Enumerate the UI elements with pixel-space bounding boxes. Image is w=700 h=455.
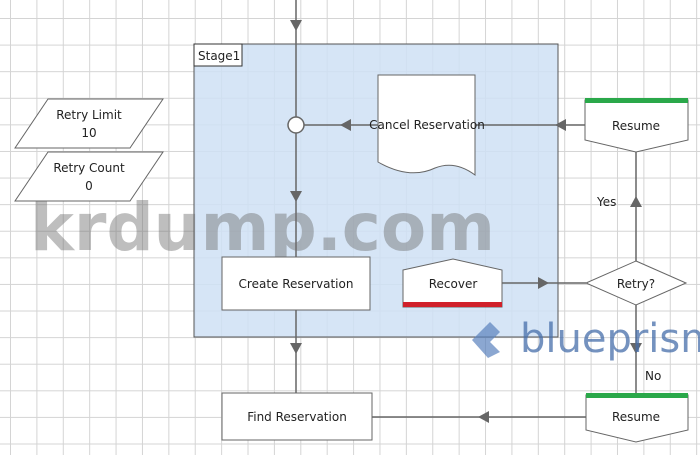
resume-stage-bottom[interactable]: Resume: [585, 393, 689, 443]
data-item-retry-count[interactable]: Retry Count 0: [14, 151, 164, 202]
arrow-down-icon: [290, 20, 302, 31]
cancel-reservation-stage[interactable]: Cancel Reservation: [369, 74, 485, 176]
stage-label-box: [193, 43, 243, 67]
blueprism-mark-icon: [472, 322, 500, 358]
recover-stage[interactable]: Recover: [402, 258, 503, 308]
site-watermark: krdump.com: [30, 189, 495, 266]
arrow-down-icon: [290, 191, 302, 202]
create-reservation-label: Create Reservation: [239, 277, 354, 291]
data-item-name: Retry Limit: [56, 108, 122, 122]
resume-stage-top[interactable]: Resume: [584, 98, 689, 153]
svg-text:blueprism: blueprism: [520, 316, 700, 362]
arrow-down-icon: [290, 343, 302, 354]
cancel-reservation-label: Cancel Reservation: [369, 118, 485, 132]
junction-anchor[interactable]: [287, 116, 305, 134]
arrow-down-icon: [630, 343, 642, 354]
arrowheads: [290, 20, 642, 423]
retry-decision-label: Retry?: [617, 277, 655, 291]
arrow-right-icon: [538, 277, 549, 289]
data-item-value: 10: [81, 126, 96, 140]
no-label: No: [645, 369, 661, 383]
resume-label: Resume: [612, 410, 660, 424]
arrow-left-icon: [555, 119, 566, 131]
resume-label: Resume: [612, 119, 660, 133]
recover-label: Recover: [429, 277, 478, 291]
stage-label: Stage1: [198, 49, 240, 63]
create-reservation-stage[interactable]: Create Reservation: [221, 256, 371, 311]
find-reservation-label: Find Reservation: [247, 410, 347, 424]
yes-label: Yes: [596, 195, 616, 209]
blueprism-logo: blueprism: [472, 316, 700, 362]
data-item-value: 0: [85, 179, 93, 193]
arrow-left-icon: [340, 119, 351, 131]
retry-decision[interactable]: Retry?: [584, 260, 688, 306]
arrow-left-icon: [478, 411, 489, 423]
recover-bar: [403, 302, 502, 307]
data-item-name: Retry Count: [53, 161, 125, 175]
arrow-up-icon: [630, 196, 642, 207]
resume-bar: [585, 98, 688, 103]
resume-bar: [586, 393, 688, 398]
data-item-retry-limit[interactable]: Retry Limit 10: [14, 98, 164, 149]
find-reservation-stage[interactable]: Find Reservation: [221, 392, 373, 441]
